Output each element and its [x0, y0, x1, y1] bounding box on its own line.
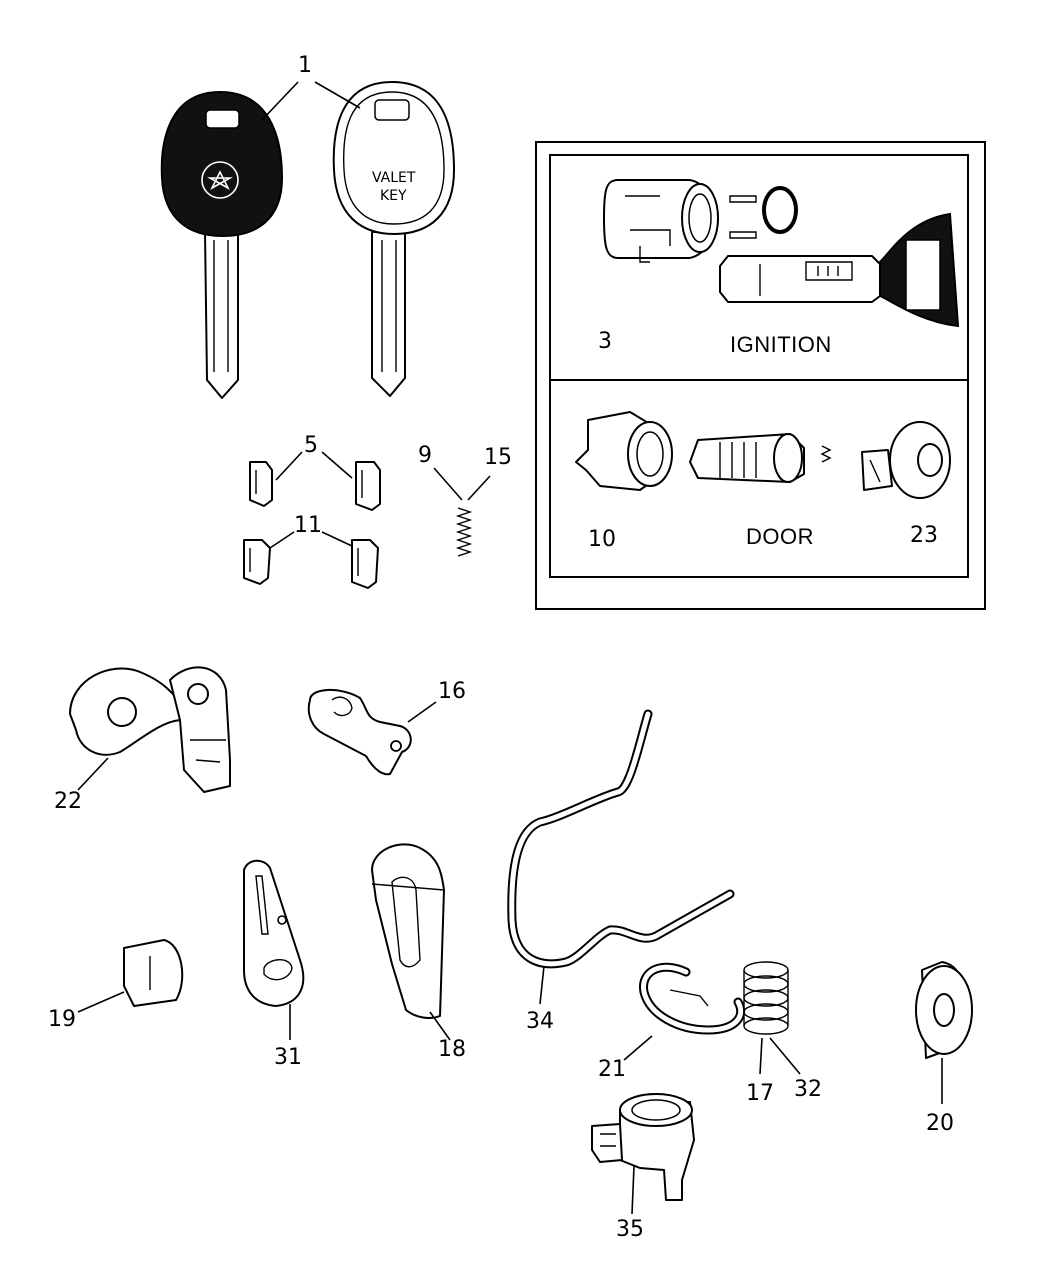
tumbler-5a: [249, 461, 273, 507]
tumbler-11a: [243, 539, 271, 585]
valet-key-text-1: VALET: [372, 170, 416, 186]
part-35-housing: [591, 1093, 695, 1201]
leader-21: [623, 1035, 653, 1061]
door-caption: DOOR: [746, 524, 814, 549]
leader-18: [429, 1011, 451, 1041]
leader-35: [631, 1165, 635, 1215]
leader-17: [759, 1037, 763, 1075]
pentastar-icon: [206, 170, 234, 190]
leader-5a: [275, 451, 303, 481]
ignition-cylinder: [719, 212, 960, 328]
callout-9: 9: [418, 443, 432, 468]
callout-3: 3: [598, 329, 612, 354]
leader-1b: [314, 81, 361, 109]
tumbler-spring: [455, 507, 473, 557]
callout-15: 15: [484, 445, 512, 470]
leader-34: [539, 965, 545, 1005]
ignition-caption: IGNITION: [730, 332, 832, 357]
door-lock-cylinder: [689, 433, 805, 483]
door-panel: [549, 379, 969, 578]
door-lock-housing: [575, 411, 673, 491]
leader-15: [467, 475, 491, 501]
part-18-bracket: [371, 843, 445, 1019]
callout-11: 11: [294, 513, 322, 538]
callout-18: 18: [438, 1037, 466, 1062]
part-31-plate: [243, 859, 305, 1007]
callout-22: 22: [54, 789, 82, 814]
leader-11b: [321, 531, 353, 547]
leader-22: [77, 757, 109, 791]
leader-16: [407, 701, 437, 723]
part-16-plate: [307, 688, 412, 776]
callout-34: 34: [526, 1009, 554, 1034]
o-ring: [762, 186, 798, 234]
callout-19: 19: [48, 1007, 76, 1032]
leader-19: [77, 991, 125, 1013]
callout-32: 32: [794, 1077, 822, 1102]
ignition-pins: [729, 195, 757, 239]
callout-5: 5: [304, 433, 318, 458]
tumbler-5b: [355, 461, 381, 511]
part-17-spring: [743, 961, 789, 1035]
callout-17: 17: [746, 1081, 774, 1106]
valet-key-text-2: KEY: [380, 188, 407, 204]
part-21-clip: [639, 962, 746, 1035]
black-key: [160, 90, 284, 399]
callout-10: 10: [588, 527, 616, 552]
tumbler-11b: [351, 539, 379, 589]
ignition-housing: [603, 179, 719, 263]
part-20-bezel: [915, 961, 973, 1059]
door-bezel: [889, 421, 951, 499]
callout-16: 16: [438, 679, 466, 704]
leader-5b: [321, 451, 353, 479]
callout-20: 20: [926, 1111, 954, 1136]
callout-1: 1: [298, 53, 312, 78]
part-19-cap: [123, 939, 184, 1007]
leader-11a: [269, 531, 295, 549]
callout-35: 35: [616, 1217, 644, 1242]
leader-9: [433, 467, 463, 501]
callout-21: 21: [598, 1057, 626, 1082]
door-spring: [820, 445, 832, 463]
leader-32: [769, 1037, 801, 1075]
inset-frame: [535, 141, 986, 610]
callout-31: 31: [274, 1045, 302, 1070]
valet-key: VALET KEY: [332, 81, 455, 397]
part-34-rod: [507, 709, 735, 969]
leader-1a: [261, 81, 299, 121]
door-cap: [861, 449, 893, 491]
part-22-lever-assembly: [69, 666, 231, 793]
callout-23: 23: [910, 523, 938, 548]
